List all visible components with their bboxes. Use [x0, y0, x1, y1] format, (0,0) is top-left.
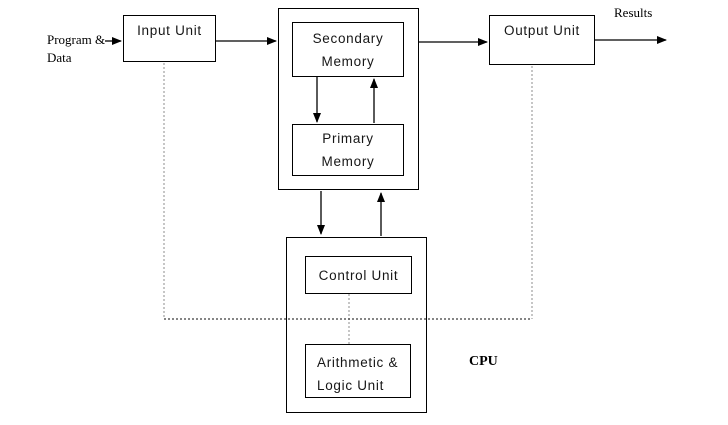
- box-memory-container: [278, 8, 419, 190]
- box-cpu-container: [286, 237, 427, 413]
- output-unit-label: Output Unit: [504, 23, 580, 38]
- primary-memory-line1: Primary: [322, 131, 374, 146]
- program-data-line2: Data: [47, 50, 72, 65]
- box-input-unit: Input Unit: [123, 15, 216, 62]
- primary-memory-line2: Memory: [321, 154, 375, 169]
- box-alu: Arithmetic & Logic Unit: [305, 344, 411, 398]
- alu-line1: Arithmetic &: [317, 355, 399, 370]
- box-output-unit: Output Unit: [489, 15, 595, 65]
- alu-line2: Logic Unit: [317, 378, 385, 393]
- cpu-label: CPU: [469, 354, 498, 369]
- control-unit-label: Control Unit: [318, 267, 399, 283]
- program-data-label: Program & Data: [47, 31, 105, 67]
- secondary-memory-line1: Secondary: [312, 30, 384, 46]
- box-control-unit: Control Unit: [305, 256, 412, 294]
- results-label: Results: [614, 5, 653, 20]
- box-primary-memory: Primary Memory: [292, 124, 404, 176]
- input-unit-label: Input Unit: [137, 23, 202, 38]
- box-secondary-memory: Secondary Memory: [292, 22, 404, 77]
- secondary-memory-line2: Memory: [321, 53, 375, 69]
- program-data-line1: Program &: [47, 32, 106, 47]
